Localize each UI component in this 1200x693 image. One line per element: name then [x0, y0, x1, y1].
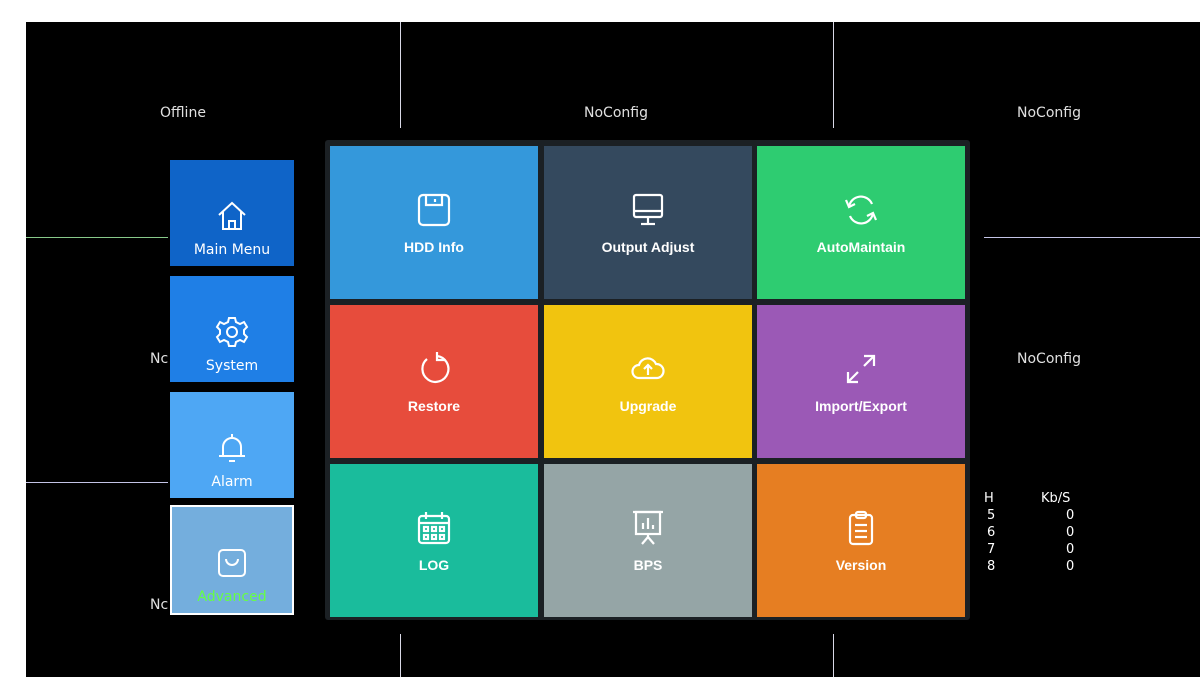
- channel-number: 6: [987, 525, 996, 540]
- home-icon: [218, 201, 246, 230]
- side-menu-advanced[interactable]: Advanced: [170, 505, 294, 615]
- bitrate-table: H Kb/S 5 0 6 0 7 0 8 0: [984, 490, 1094, 586]
- kbps-value: 0: [1066, 508, 1075, 523]
- tile-label: Restore: [407, 397, 461, 414]
- camera-status-label: Nc: [150, 351, 169, 367]
- monitor-icon: [632, 193, 664, 225]
- output-adjust-tile[interactable]: Output Adjust: [544, 146, 752, 299]
- tile-label: AutoMaintain: [816, 238, 906, 255]
- kbps-value: 0: [1066, 559, 1075, 574]
- side-menu-system[interactable]: System: [170, 276, 294, 382]
- table-row: 7 0: [984, 541, 1094, 558]
- upgrade-tile[interactable]: Upgrade: [544, 305, 752, 458]
- tile-label: Upgrade: [619, 397, 677, 414]
- video-wall: Offline NoConfig NoConfig Nc NoConfig Nc…: [26, 22, 1200, 677]
- gear-icon: [215, 317, 249, 347]
- tile-label: LOG: [418, 556, 450, 573]
- tile-label: Import/Export: [815, 397, 907, 414]
- presentation-chart-icon: [633, 510, 663, 545]
- kbps-value: 0: [1066, 525, 1075, 540]
- version-tile[interactable]: Version: [757, 464, 965, 617]
- channel-number: 8: [987, 559, 996, 574]
- automaintain-tile[interactable]: AutoMaintain: [757, 146, 965, 299]
- expand-arrows-icon: [846, 354, 876, 383]
- table-row: 8 0: [984, 558, 1094, 575]
- grid-line: [984, 237, 1200, 238]
- restore-tile[interactable]: Restore: [330, 305, 538, 458]
- side-menu-label: Main Menu: [193, 242, 271, 258]
- bps-tile[interactable]: BPS: [544, 464, 752, 617]
- camera-status-label: Offline: [160, 105, 206, 121]
- restore-icon: [421, 351, 450, 383]
- grid-line: [400, 634, 401, 677]
- grid-line: [400, 22, 401, 128]
- bitrate-table-header: H Kb/S: [984, 490, 1094, 507]
- side-menu-label: Advanced: [197, 589, 267, 605]
- tile-label: Output Adjust: [601, 238, 695, 255]
- table-row: 6 0: [984, 524, 1094, 541]
- refresh-icon: [844, 194, 878, 225]
- table-row: 5 0: [984, 507, 1094, 524]
- side-menu-alarm[interactable]: Alarm: [170, 392, 294, 498]
- hdd-info-tile[interactable]: HDD Info: [330, 146, 538, 299]
- camera-status-label: Nc: [150, 597, 169, 613]
- grid-line: [26, 482, 168, 483]
- tile-label: BPS: [633, 556, 663, 573]
- channel-number: 5: [987, 508, 996, 523]
- clipboard-icon: [848, 510, 874, 545]
- kbps-value: 0: [1066, 542, 1075, 557]
- cloud-upload-icon: [631, 356, 665, 379]
- channel-number: 7: [987, 542, 996, 557]
- import-export-tile[interactable]: Import/Export: [757, 305, 965, 458]
- log-tile[interactable]: LOG: [330, 464, 538, 617]
- camera-status-label: NoConfig: [584, 105, 648, 121]
- advanced-menu-panel: HDD Info Output Adjust AutoMaintain: [325, 140, 970, 620]
- grid-line: [26, 237, 168, 238]
- side-menu-label: System: [205, 358, 259, 374]
- tile-label: HDD Info: [404, 238, 464, 255]
- grid-line: [833, 22, 834, 128]
- floppy-disk-icon: [417, 193, 451, 226]
- grid-line: [833, 634, 834, 677]
- bell-icon: [219, 434, 245, 462]
- calendar-icon: [417, 511, 451, 544]
- bag-icon: [218, 549, 246, 577]
- channel-column-header: H: [984, 491, 994, 506]
- side-menu-main-menu[interactable]: Main Menu: [170, 160, 294, 266]
- side-menu-label: Alarm: [211, 474, 253, 490]
- kbps-column-header: Kb/S: [1041, 491, 1071, 506]
- camera-status-label: NoConfig: [1017, 351, 1081, 367]
- tile-label: Version: [835, 556, 887, 573]
- camera-status-label: NoConfig: [1017, 105, 1081, 121]
